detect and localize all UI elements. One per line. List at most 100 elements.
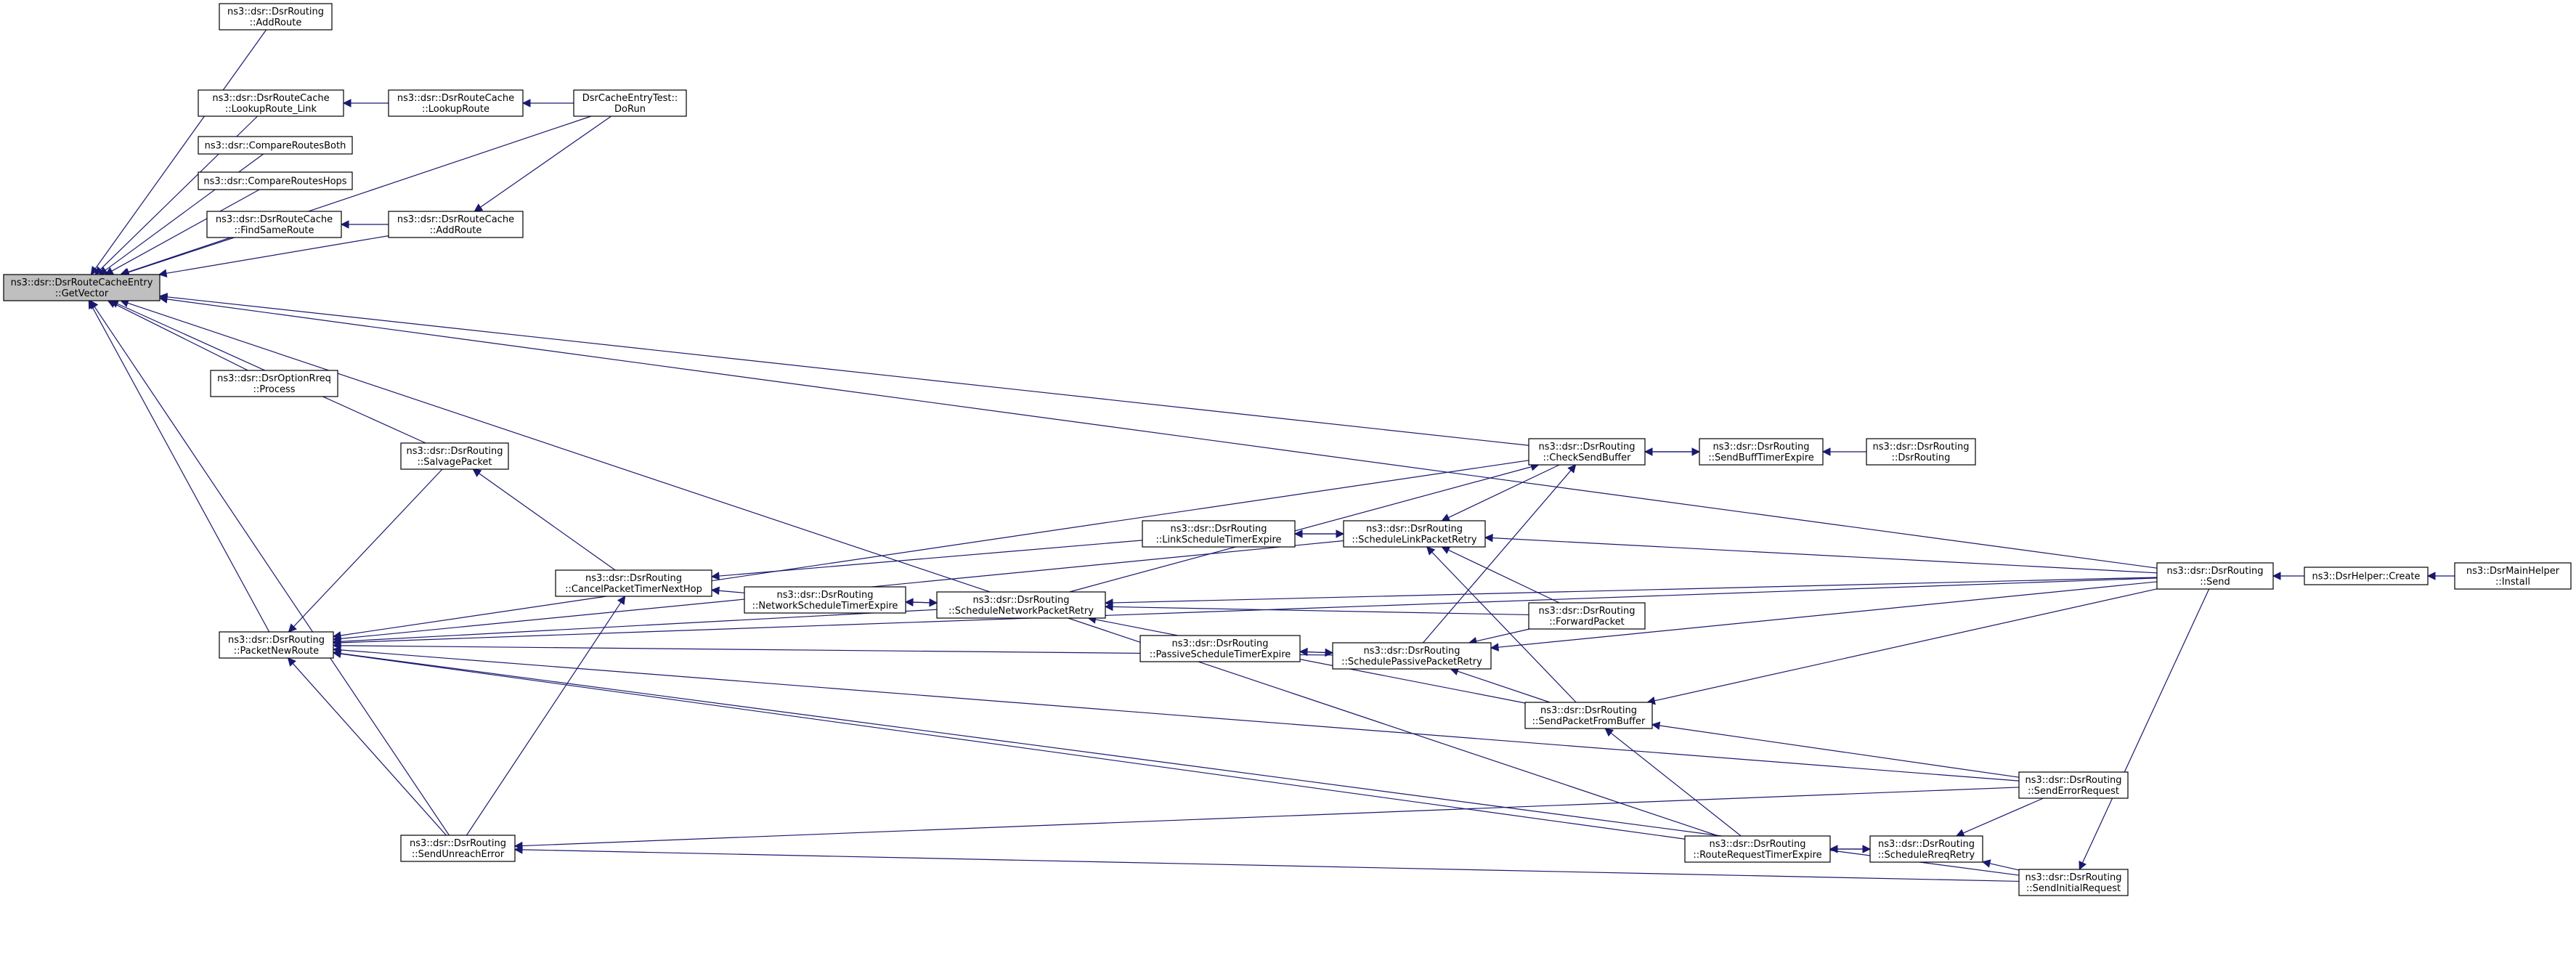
node-optionrreq[interactable]: ns3::dsr::DsrOptionRreq::Process [210,370,338,397]
edge-schedpass-to-checksend [1422,464,1577,644]
edge-lookuproute-to-lookuproute_link [342,99,389,107]
node-label: ns3::dsr::DsrRouting [1539,606,1636,617]
node-box [1528,602,1646,630]
node-netsched[interactable]: ns3::dsr::DsrRouting::NetworkScheduleTim… [744,586,906,614]
node-lookuproute_link[interactable]: ns3::dsr::DsrRouteCache::LookupRoute_Lin… [198,89,344,117]
node-label: ns3::dsr::DsrRouting [777,590,874,601]
node-label: ::LookupRoute [422,104,489,115]
edge-dorun-to-addroute_c [474,115,612,212]
node-label: ::ScheduleLinkPacketRetry [1352,535,1477,545]
node-dorun[interactable]: DsrCacheEntryTest::DoRun [573,89,687,117]
node-label: ::SendInitialRequest [2026,883,2121,894]
node-box [1332,642,1492,670]
node-schednet[interactable]: ns3::dsr::DsrRouting::ScheduleNetworkPac… [936,591,1106,619]
edge-send-to-schedpass [1490,581,2158,651]
node-label: ns3::dsr::DsrRouting [1172,638,1269,649]
node-salvage[interactable]: ns3::dsr::DsrRouting::SalvagePacket [400,442,509,470]
node-lookuproute[interactable]: ns3::dsr::DsrRouteCache::LookupRoute [388,89,524,117]
node-label: ::SendBuffTimerExpire [1708,452,1814,463]
edge-findsameroute-to-getvector [121,237,235,277]
node-routereqtimer[interactable]: ns3::dsr::DsrRouting::RouteRequestTimerE… [1684,835,1831,863]
edge-sendunreach-to-packetnewroute [287,657,447,836]
node-box [388,211,524,238]
node-label: ::DsrRouting [1892,452,1951,463]
node-passsched[interactable]: ns3::dsr::DsrRouting::PassiveScheduleTim… [1139,635,1301,662]
edge-checksend-to-sendbufftimer [1645,447,1701,456]
node-getvector[interactable]: ns3::dsr::DsrRouteCacheEntry::GetVector [3,274,161,301]
node-addroute_c[interactable]: ns3::dsr::DsrRouteCache::AddRoute [388,211,524,238]
node-box [198,89,344,117]
node-label: ::CancelPacketTimerNextHop [565,584,702,595]
node-label: ns3::dsr::DsrRouting [1539,442,1636,452]
node-label: ::SendUnreachError [412,849,505,860]
node-sendbufftimer[interactable]: ns3::dsr::DsrRouting::SendBuffTimerExpir… [1699,438,1824,466]
edge-sendfrombuf-to-schedlink [1426,546,1577,703]
node-packetnewroute[interactable]: ns3::dsr::DsrRouting::PacketNewRoute [219,631,334,659]
node-label: ns3::dsr::DsrRouting [1713,442,1810,452]
node-addroute_r[interactable]: ns3::dsr::DsrRouting::AddRoute [219,3,333,31]
edge-optionrreq-to-getvector [107,300,248,371]
node-box [400,442,509,470]
node-label: DoRun [614,104,646,115]
node-label: ::GetVector [55,288,109,299]
node-label: ::Send [2200,577,2230,588]
node-label: ns3::dsr::DsrRouting [1873,442,1970,452]
node-label: ::ForwardPacket [1549,617,1625,628]
node-label: ::ScheduleRreqRetry [1878,850,1975,861]
node-label: ::NetworkScheduleTimerExpire [752,601,898,612]
node-sendfrombuf[interactable]: ns3::dsr::DsrRouting::SendPacketFromBuff… [1524,702,1653,729]
edge-dorun-to-lookuproute [521,99,574,107]
node-layer: ns3::dsr::DsrRouteCacheEntry::GetVectorn… [3,3,2572,896]
node-box [573,89,687,117]
node-dsrrouting[interactable]: ns3::dsr::DsrRouting::DsrRouting [1866,438,1976,466]
node-forward[interactable]: ns3::dsr::DsrRouting::ForwardPacket [1528,602,1646,630]
node-sendinitreq[interactable]: ns3::dsr::DsrRouting::SendInitialRequest [2018,869,2129,896]
edge-senderrreq-to-schedrreq [1955,797,2044,837]
node-send[interactable]: ns3::dsr::DsrRouting::Send [2156,562,2274,590]
node-label: ns3::dsr::DsrRouting [1171,524,1267,535]
edge-forward-to-schednet [1104,602,1529,616]
edge-senderrreq-to-sendfrombuf [1651,721,2020,778]
node-comparehops[interactable]: ns3::dsr::CompareRoutesHops [198,171,353,190]
edge-cancelpacket-to-salvage [472,468,616,571]
node-label: ns3::dsr::DsrRouting [1710,839,1806,850]
edge-send-to-sendinitreq [2079,588,2210,871]
node-label: ns3::dsr::DsrRouting [227,7,324,17]
node-label: ::FindSameRoute [234,225,314,236]
node-label: ns3::dsr::DsrRouting [2026,872,2122,883]
node-box [1142,520,1296,548]
node-label: ::PassiveScheduleTimerExpire [1150,649,1291,660]
node-box [388,89,524,117]
edge-passsched-to-schedpass [1299,648,1334,657]
node-helpercreate[interactable]: ns3::DsrHelper::Create [2304,567,2429,585]
edge-helpercreate-to-send [2272,572,2304,580]
node-comparebooth[interactable]: ns3::dsr::CompareRoutesBoth [198,136,353,155]
node-label: ns3::dsr::DsrRouting [1878,839,1975,850]
node-box [219,631,334,659]
node-checksend[interactable]: ns3::dsr::DsrRouting::CheckSendBuffer [1528,438,1646,466]
node-schedpass[interactable]: ns3::dsr::DsrRouting::SchedulePassivePac… [1332,642,1492,670]
node-label: DsrCacheEntryTest:: [582,93,678,104]
edge-sendinitreq-to-sendunreach [513,845,2020,882]
node-linksched[interactable]: ns3::dsr::DsrRouting::LinkScheduleTimerE… [1142,520,1296,548]
node-box [2018,869,2129,896]
edge-layer [88,29,2455,882]
node-label: ns3::dsr::DsrRouting [228,635,325,646]
node-mainhelper[interactable]: ns3::DsrMainHelper::Install [2454,562,2572,590]
node-label: ns3::dsr::DsrRouting [1366,524,1463,535]
node-box [1699,438,1824,466]
node-senderrreq[interactable]: ns3::dsr::DsrRouting::SendErrorRequest [2018,771,2129,799]
node-box [1684,835,1831,863]
node-sendunreach[interactable]: ns3::dsr::DsrRouting::SendUnreachError [400,835,516,862]
edge-addroute_r-to-getvector [90,29,267,275]
node-label: ::ScheduleNetworkPacketRetry [948,606,1094,617]
node-label: ns3::dsr::DsrRouting [1540,705,1637,716]
node-findsameroute[interactable]: ns3::dsr::DsrRouteCache::FindSameRoute [206,211,342,238]
edge-sendunreach-to-getvector [89,300,450,836]
node-label: ns3::dsr::CompareRoutesBoth [205,141,346,152]
node-label: ::Install [2495,577,2530,588]
edge-linksched-to-schedlink [1295,529,1345,538]
node-schedlink[interactable]: ns3::dsr::DsrRouting::ScheduleLinkPacket… [1343,520,1486,548]
node-cancelpacket[interactable]: ns3::dsr::DsrRouting::CancelPacketTimerN… [555,569,712,597]
node-schedrreq[interactable]: ns3::dsr::DsrRouting::ScheduleRreqRetry [1869,835,1983,863]
